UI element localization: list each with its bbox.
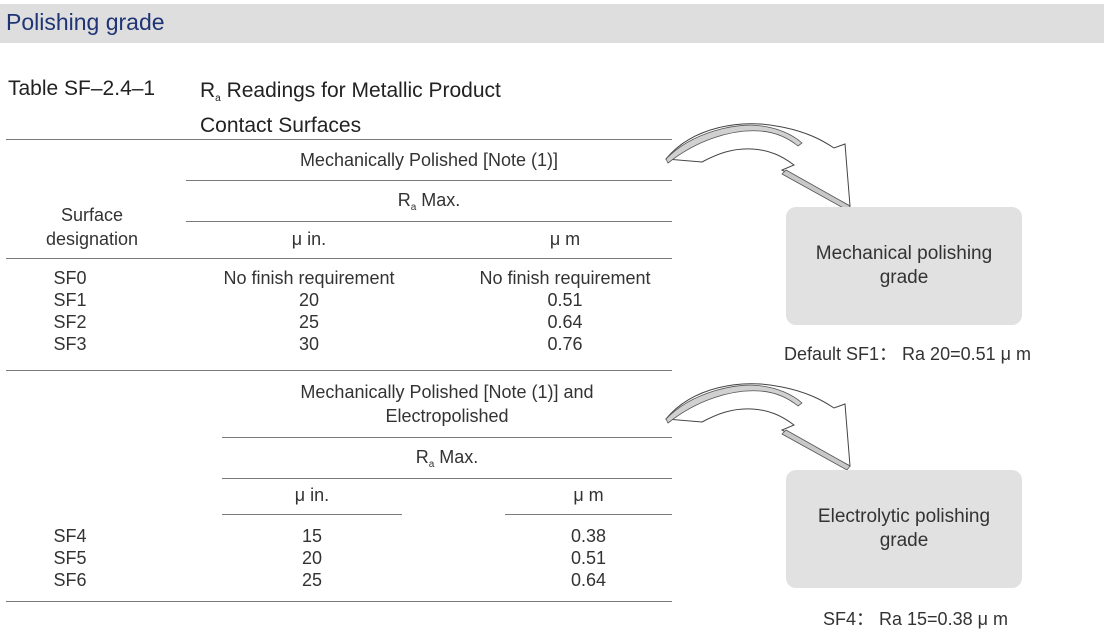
- table-cell-um: No finish requirement: [479, 268, 651, 288]
- rule-top: [6, 139, 672, 140]
- mechanical-grade-note: Default SF1： Ra 20=0.51 μ m: [784, 344, 1031, 364]
- designation-column-1: SF0 SF1 SF2 SF3: [40, 267, 100, 355]
- electrolytic-grade-box: Electrolytic polishing grade: [786, 470, 1022, 588]
- table-cell-um: 0.64: [547, 312, 583, 332]
- ra-symbol: R: [200, 79, 216, 102]
- table-cell-uin: 30: [298, 334, 320, 354]
- table-cell-uin: 20: [301, 548, 323, 568]
- table-cell-uin: 25: [298, 312, 320, 332]
- mechanical-grade-box: Mechanical polishing grade: [786, 207, 1022, 325]
- table-row-designation: SF3: [53, 334, 87, 354]
- rule-section1-bottom: [6, 370, 672, 371]
- header-bar: [0, 4, 1104, 43]
- row-header-line1: Surface: [60, 205, 124, 225]
- table-cell-uin: 25: [301, 570, 323, 590]
- group-header-line2: Electropolished: [385, 406, 509, 426]
- rule-group2: [222, 437, 672, 438]
- ra-max-label: Max.: [416, 190, 461, 210]
- curved-arrow-icon: [665, 123, 851, 211]
- table-row-designation: SF2: [53, 312, 87, 332]
- ra-symbol: R: [397, 190, 411, 210]
- table-row-designation: SF0: [53, 268, 87, 288]
- ra-subscript: a: [410, 202, 417, 213]
- row-header-line2: designation: [45, 229, 139, 249]
- table-cell-uin: 15: [301, 526, 323, 546]
- rule-group1: [186, 180, 672, 181]
- grade-box-line2: grade: [879, 267, 929, 288]
- uin-column-1: No finish requirement 20 25 30: [200, 267, 418, 355]
- um-column-2: 0.38 0.51 0.64: [505, 525, 672, 591]
- ra-max-label: Max.: [434, 447, 479, 467]
- uin-column-2: 15 20 25: [222, 525, 402, 591]
- table-row-designation: SF6: [53, 570, 87, 590]
- table-row-designation: SF1: [53, 290, 87, 310]
- grade-box-line2: grade: [879, 530, 929, 551]
- table-cell-uin: No finish requirement: [223, 268, 395, 288]
- page-title: Polishing grade: [6, 9, 165, 35]
- rule-um2: [505, 514, 672, 515]
- group-header-mechanical: Mechanically Polished [Note (1)]: [299, 150, 559, 170]
- table-cell-um: 0.76: [547, 334, 583, 354]
- rule-ra2: [222, 478, 672, 479]
- group-header-line1: Mechanically Polished [Note (1)] and: [300, 382, 594, 402]
- electrolytic-grade-note: SF4： Ra 15=0.38 μ m: [823, 609, 1008, 629]
- table-cell-um: 0.64: [570, 570, 607, 590]
- table-label: Table SF–2.4–1: [8, 77, 156, 100]
- rule-uin2: [222, 514, 402, 515]
- grade-box-line1: Electrolytic polishing: [817, 506, 991, 527]
- um-column-1: No finish requirement 0.51 0.64 0.76: [456, 267, 674, 355]
- table-cell-um: 0.51: [547, 290, 583, 310]
- ra-max-header-2: Ra Max.: [222, 447, 672, 470]
- ra-subscript: a: [215, 93, 221, 104]
- rule-table-bottom: [6, 601, 672, 602]
- rule-head1-bottom: [6, 258, 672, 259]
- table-title: Ra Readings for Metallic Product Contact…: [200, 77, 501, 139]
- table-row-designation: SF4: [53, 526, 87, 546]
- grade-box-line1: Mechanical polishing: [815, 243, 993, 264]
- table-row-designation: SF5: [53, 548, 87, 568]
- row-header: Surface designation: [6, 203, 178, 251]
- curved-arrow-icon: [665, 383, 851, 471]
- rule-ra1: [186, 221, 672, 222]
- col-header-uin: μ in.: [291, 229, 327, 249]
- table-cell-uin: 20: [298, 290, 320, 310]
- table-cell-um: 0.51: [570, 548, 607, 568]
- ra-max-header: Ra Max.: [186, 190, 672, 213]
- col-header-um: μ m: [549, 229, 581, 249]
- col-header-um-2: μ m: [573, 485, 604, 505]
- col-header-uin-2: μ in.: [294, 485, 330, 505]
- group-header-electropolished: Mechanically Polished [Note (1)] and Ele…: [222, 380, 672, 428]
- designation-column-2: SF4 SF5 SF6: [40, 525, 100, 591]
- table-title-line2: Contact Surfaces: [200, 114, 362, 137]
- table-cell-um: 0.38: [570, 526, 607, 546]
- ra-symbol: R: [415, 447, 429, 467]
- ra-subscript: a: [428, 459, 435, 470]
- table-title-line1: Readings for Metallic Product: [220, 79, 501, 102]
